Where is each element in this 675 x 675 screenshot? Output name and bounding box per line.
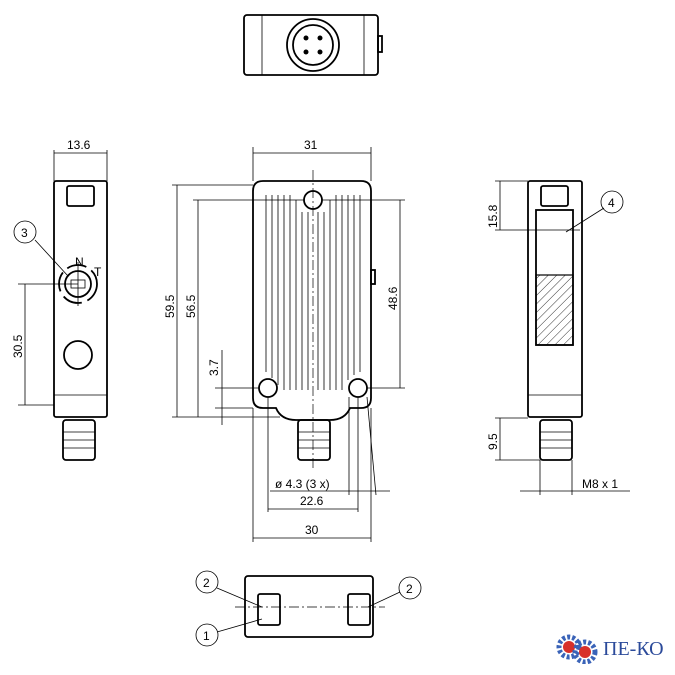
mounting-hole [258,378,278,398]
gears-icon [556,634,598,664]
dim-hole-offset: 3.7 [207,359,221,376]
dim-hole-spacing-h: 22.6 [300,494,324,508]
mounting-hole [348,378,368,398]
dim-thread: M8 x 1 [582,477,618,491]
side-view-right: 15.8 9.5 M8 x 1 4 [486,180,630,495]
bottom-view: 2 1 2 [195,570,422,647]
side-view-left: N T 13.6 30.5 3 [11,138,108,461]
callout-3: 3 [21,226,28,240]
dim-front-width: 31 [304,138,318,152]
dim-top-width: 13.6 [67,138,91,152]
company-logo: ПЕ-КО [555,634,664,664]
dim-hole-diameter: ø 4.3 (3 x) [275,477,330,491]
compass-n-label: N [75,255,84,269]
dim-height-total: 59.5 [163,294,177,318]
callout-2-right: 2 [406,582,413,596]
connector-socket [286,18,340,72]
compass-t-label: T [94,265,102,279]
dim-hole-spacing-v: 48.6 [386,286,400,310]
callout-1: 1 [203,629,210,643]
dim-window-offset: 15.8 [486,204,500,228]
dim-bottom-width: 30 [305,523,319,537]
dim-connector-length: 9.5 [486,433,500,450]
lens-window-hatched [535,274,574,346]
compass-dial: N T [58,255,102,306]
front-view: 31 59.5 56.5 48.6 3.7 ø 4.3 (3 x) 22.6 3… [163,138,405,542]
logo-text: ПЕ-КО [603,637,664,660]
top-view [243,14,383,76]
callout-2-left: 2 [203,576,210,590]
potentiometer-hole [63,340,93,370]
dim-height-inner: 56.5 [184,294,198,318]
dim-side-hole-height: 30.5 [11,334,25,358]
callout-4: 4 [608,196,615,210]
